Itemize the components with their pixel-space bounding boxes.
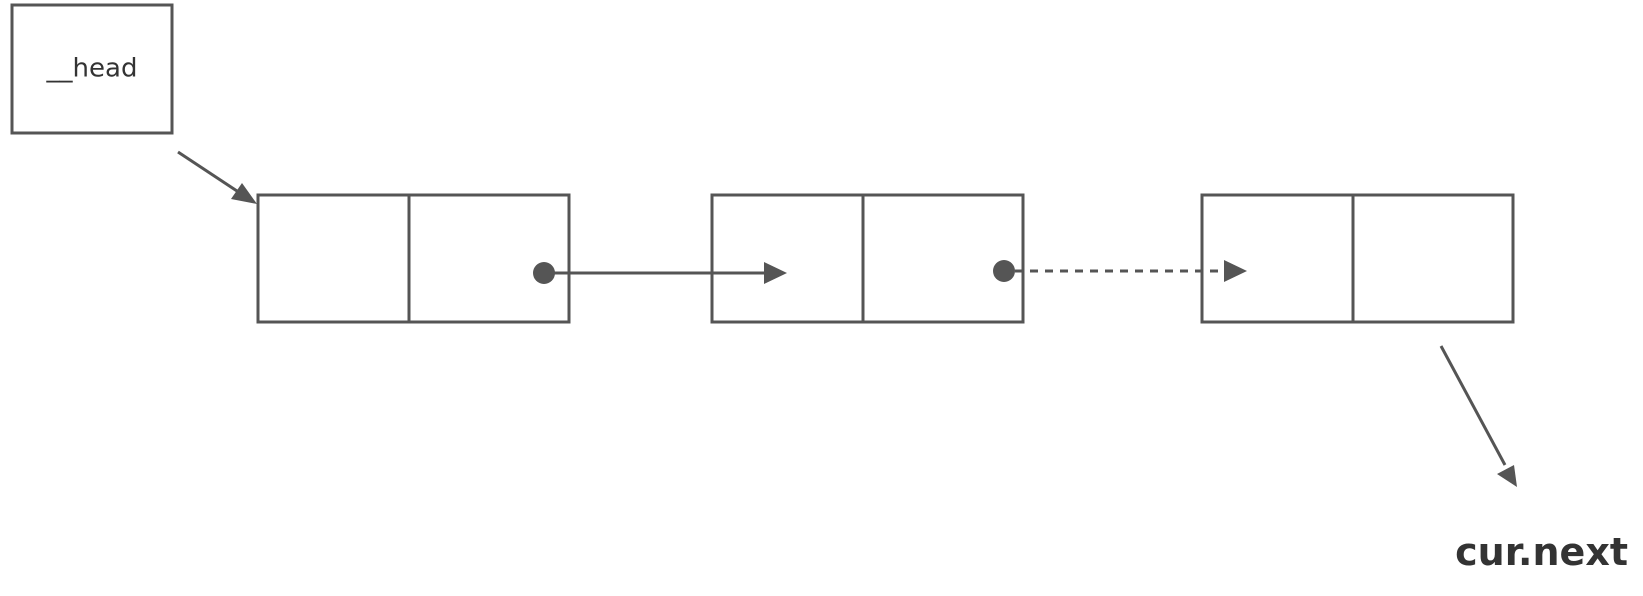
next-arrow-head-2: [1224, 260, 1247, 282]
list-node-2: [710, 193, 1025, 324]
cursor-arrow-head: [1497, 465, 1517, 487]
head-arrow-line: [177, 150, 241, 195]
head-arrow-head: [231, 183, 257, 204]
head-pointer-box: __head: [10, 3, 174, 135]
next-pointer-arrow-1: [533, 262, 787, 284]
cursor-arrow: [1439, 345, 1517, 487]
node-3-data-cell: [1200, 193, 1355, 324]
list-node-1: [256, 193, 571, 324]
node-2-data-cell: [710, 193, 865, 324]
next-pointer-arrow-2: [993, 260, 1247, 282]
head-box: [10, 3, 174, 135]
list-node-3: [1200, 193, 1515, 324]
node-2-next-cell: [861, 193, 1025, 324]
head-arrow: [177, 150, 257, 204]
node-1-next-cell: [407, 193, 571, 324]
head-label: __head: [46, 54, 138, 84]
cursor-arrow-line: [1439, 345, 1507, 466]
node-1-data-cell: [256, 193, 411, 324]
pointer-dot-2: [993, 260, 1015, 282]
node-3-next-cell: [1351, 193, 1515, 324]
next-arrow-head-1: [764, 262, 787, 284]
cursor-label: cur.next: [1455, 530, 1628, 574]
